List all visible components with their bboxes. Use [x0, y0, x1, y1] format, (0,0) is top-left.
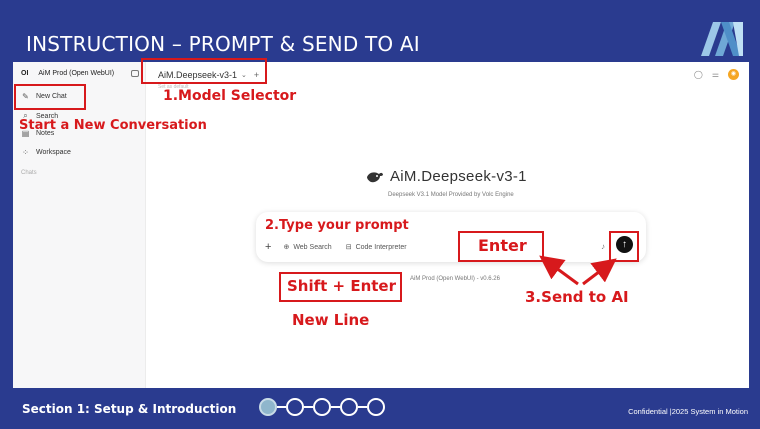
progress-dot-4: [340, 398, 358, 416]
new-chat-annotation: Start a New Conversation: [19, 118, 207, 133]
avatar[interactable]: ◉: [728, 69, 739, 80]
chat-bubble-icon[interactable]: ◯: [693, 70, 703, 79]
microphone-icon[interactable]: ♪: [601, 242, 605, 251]
model-brand-name: AiM.Deepseek-v3-1: [390, 168, 527, 185]
company-logo-icon: [701, 22, 743, 56]
progress-dots: [259, 398, 385, 416]
prompt-box[interactable]: + ⊕ Web Search ⊟ Code Interpreter ♪ ↑: [256, 212, 646, 262]
enter-highlight: [458, 231, 544, 262]
chats-section-label: Chats: [21, 170, 37, 176]
settings-sliders-icon[interactable]: ⚌: [711, 70, 719, 79]
sidebar-item-label: Search: [36, 112, 59, 120]
sidebar-item-workspace[interactable]: ⁘ Workspace: [21, 148, 71, 157]
prompt-tools: + ⊕ Web Search ⊟ Code Interpreter: [265, 241, 421, 253]
sidebar: OI AiM Prod (Open WebUI) ✎ New Chat ⌕ Se…: [13, 62, 146, 388]
enter-arrow: [539, 255, 579, 286]
sidebar-toggle-icon[interactable]: [131, 70, 139, 77]
main-area: AiM.Deepseek-v3-1 ⌄ + Set as default ◯ ⚌…: [146, 62, 749, 388]
model-brand: AiM.Deepseek-v3-1: [366, 168, 527, 185]
notes-icon: ▤: [21, 129, 30, 138]
model-selector-label: AiM.Deepseek-v3-1: [158, 70, 238, 80]
add-attachment-icon[interactable]: +: [265, 241, 272, 253]
send-button[interactable]: ↑: [616, 236, 633, 253]
sidebar-item-new-chat[interactable]: ✎ New Chat: [21, 92, 67, 101]
chevron-down-icon: ⌄: [241, 72, 247, 79]
web-search-toggle[interactable]: ⊕ Web Search: [283, 243, 332, 252]
set-default-link[interactable]: Set as default: [158, 84, 189, 90]
progress-dot-1: [259, 398, 277, 416]
top-right-controls: ◯ ⚌ ◉: [694, 69, 739, 80]
sidebar-item-label: New Chat: [36, 93, 67, 100]
new-line-annotation: New Line: [292, 311, 370, 329]
progress-dot-2: [286, 398, 304, 416]
send-annotation: 3.Send to AI: [525, 288, 629, 306]
add-model-icon[interactable]: +: [253, 70, 260, 80]
app-logo: OI: [21, 70, 29, 77]
code-interpreter-toggle[interactable]: ⊟ Code Interpreter: [345, 243, 407, 252]
send-arrow: [582, 258, 617, 286]
progress-dot-5: [367, 398, 385, 416]
workspace-name: AiM Prod (Open WebUI): [38, 70, 115, 77]
version-text: AiM Prod (Open WebUI) - v0.6.26: [410, 276, 500, 282]
new-chat-highlight: [14, 84, 86, 110]
tool-label: Web Search: [293, 243, 332, 251]
type-prompt-annotation: 2.Type your prompt: [265, 218, 409, 233]
confidential-notice: Confidential |2025 System in Motion: [628, 407, 748, 416]
workspace-icon: ⁘: [22, 148, 29, 157]
search-icon: ⌕: [23, 111, 28, 120]
section-label: Section 1: Setup & Introduction: [22, 402, 237, 416]
model-selector-annotation: 1.Model Selector: [163, 88, 297, 104]
slide-title: INSTRUCTION – PROMPT & SEND TO AI: [26, 32, 420, 56]
shift-enter-highlight: [279, 272, 402, 302]
sidebar-item-label: Workspace: [36, 149, 71, 156]
edit-icon: ✎: [22, 92, 29, 101]
sidebar-item-search[interactable]: ⌕ Search: [21, 111, 58, 121]
model-selector[interactable]: AiM.Deepseek-v3-1 ⌄ +: [158, 70, 259, 80]
progress-dot-3: [313, 398, 331, 416]
model-description: Deepseek V3.1 Model Provided by Volc Eng…: [388, 192, 514, 198]
sidebar-item-label: Notes: [36, 130, 55, 137]
enter-annotation: Enter: [478, 236, 527, 255]
sidebar-header: OI AiM Prod (Open WebUI): [21, 70, 139, 77]
globe-icon: ⊕: [283, 244, 290, 251]
model-selector-highlight: [141, 58, 267, 84]
shift-enter-annotation: Shift + Enter: [287, 277, 396, 295]
send-button-highlight: [609, 231, 639, 262]
sidebar-item-notes[interactable]: ▤ Notes: [21, 129, 55, 138]
whale-icon: [367, 171, 383, 182]
app-screenshot: OI AiM Prod (Open WebUI) ✎ New Chat ⌕ Se…: [13, 62, 749, 388]
code-icon: ⊟: [345, 244, 352, 251]
tool-label: Code Interpreter: [355, 243, 407, 251]
